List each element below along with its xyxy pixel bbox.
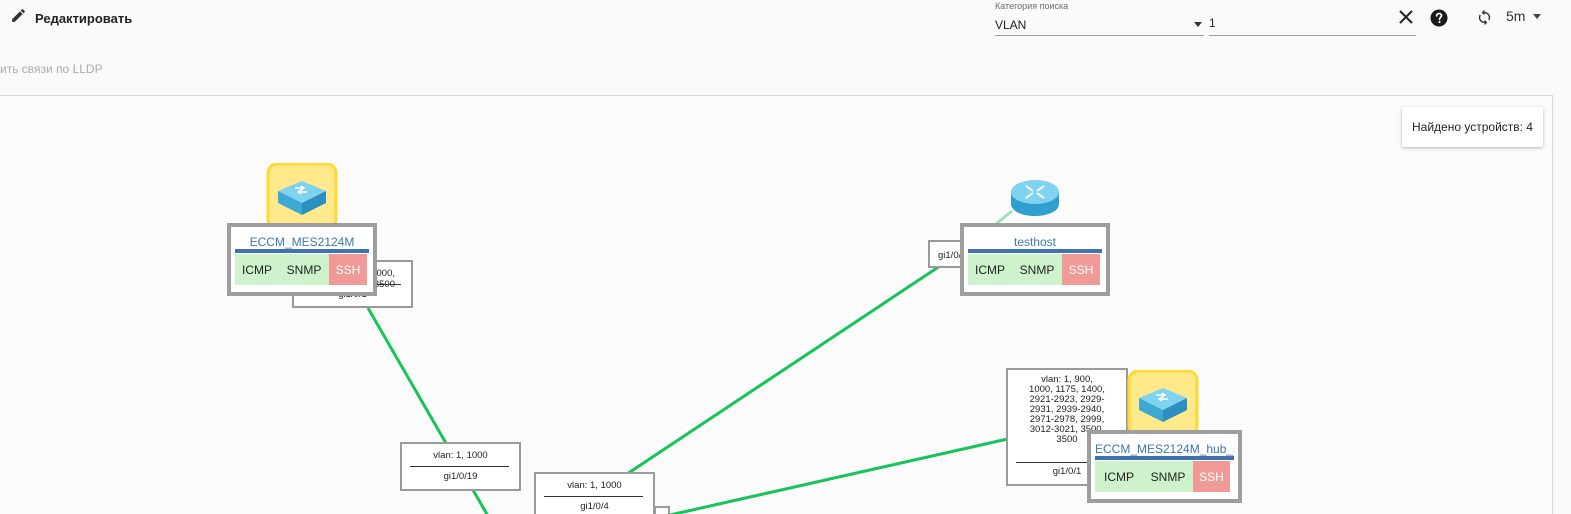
- device-icon-switch[interactable]: [266, 162, 338, 230]
- refresh-interval-select[interactable]: 5m: [1506, 6, 1542, 26]
- device-name-underline: [235, 249, 369, 253]
- device-name[interactable]: ECCM_MES2124M: [249, 235, 355, 249]
- link-port: gi1/0/4: [580, 501, 609, 512]
- status-icmp: ICMP: [968, 254, 1012, 285]
- edit-button[interactable]: Редактировать: [10, 6, 132, 30]
- link-label-divider: [410, 466, 509, 467]
- link-vlans: vlan: 1, 900, 1000, 1175, 1400, 2921-292…: [1029, 374, 1105, 445]
- device-icon-router[interactable]: [1008, 176, 1062, 220]
- link-line: [669, 436, 1013, 514]
- device-status-row: ICMP SNMP SSH: [235, 254, 369, 285]
- chevron-down-icon: [1194, 22, 1202, 27]
- device-status-row: ICMP SNMP SSH: [968, 254, 1102, 285]
- link-label-divider: [544, 496, 643, 497]
- device-card[interactable]: ECCM_MES2124M ICMP SNMP SSH: [227, 223, 377, 296]
- status-icmp: ICMP: [235, 254, 279, 285]
- link-label[interactable]: vlan: 1, 1000 gi1/0/4: [534, 472, 655, 514]
- link-vlans: vlan: 1, 1000: [567, 480, 622, 491]
- device-name-underline: [1095, 456, 1234, 460]
- network-map[interactable]: Найдено устройств: 4 vlan: 1, 1000, 3500…: [0, 95, 1553, 514]
- search-category-caption: Категория поиска: [995, 1, 1069, 11]
- device-card[interactable]: testhost ICMP SNMP SSH: [960, 223, 1110, 296]
- status-snmp: SNMP: [279, 254, 329, 285]
- device-name-underline: [968, 249, 1102, 253]
- refresh-icon: [1478, 9, 1490, 25]
- top-toolbar: Редактировать Категория поиска VLAN 5m: [0, 0, 1571, 48]
- link-port: gi1/0/: [938, 250, 962, 261]
- search-category-select[interactable]: Категория поиска VLAN: [995, 1, 1204, 36]
- status-ssh: SSH: [1193, 461, 1230, 492]
- pencil-icon: [10, 7, 27, 29]
- close-icon: [1399, 10, 1413, 24]
- status-icmp: ICMP: [1095, 461, 1143, 492]
- device-status-row: ICMP SNMP SSH: [1095, 461, 1234, 492]
- search-category-value: VLAN: [995, 18, 1027, 32]
- device-name[interactable]: ECCM_MES2124M_hub_s: [1095, 442, 1234, 456]
- lldp-link-toggle[interactable]: ить связи по LLDP: [0, 62, 103, 76]
- help-button[interactable]: [1429, 8, 1449, 28]
- status-snmp: SNMP: [1143, 461, 1193, 492]
- search-field[interactable]: [1209, 12, 1416, 36]
- refresh-button[interactable]: [1474, 7, 1494, 27]
- help-icon: [1430, 9, 1448, 27]
- link-label-divider: [1016, 462, 1116, 463]
- router-icon: [1011, 180, 1059, 216]
- refresh-interval-value: 5m: [1506, 8, 1526, 24]
- switch-icon: [1127, 369, 1199, 437]
- status-ssh: SSH: [329, 254, 367, 285]
- chevron-down-icon: [1533, 13, 1542, 19]
- device-card[interactable]: ECCM_MES2124M_hub_s ICMP SNMP SSH: [1087, 430, 1242, 503]
- clear-search-button[interactable]: [1397, 8, 1415, 26]
- edit-button-label: Редактировать: [35, 10, 133, 26]
- link-layer: [308, 209, 1143, 514]
- link-label[interactable]: vlan: 1, 1000 gi1/0/19: [400, 442, 521, 491]
- device-name[interactable]: testhost: [1013, 235, 1057, 249]
- device-icon-switch[interactable]: [1127, 369, 1199, 437]
- status-ssh: SSH: [1062, 254, 1100, 285]
- link-port: gi1/0/1: [1052, 466, 1082, 477]
- status-snmp: SNMP: [1012, 254, 1062, 285]
- search-input[interactable]: [1209, 12, 1416, 34]
- found-devices-counter: Найдено устройств: 4: [1402, 107, 1543, 147]
- switch-icon: [266, 162, 338, 230]
- link-label-edge: [654, 506, 670, 514]
- link-port: gi1/0/19: [443, 471, 478, 482]
- link-line: [623, 244, 971, 478]
- link-vlans: vlan: 1, 1000: [433, 450, 488, 461]
